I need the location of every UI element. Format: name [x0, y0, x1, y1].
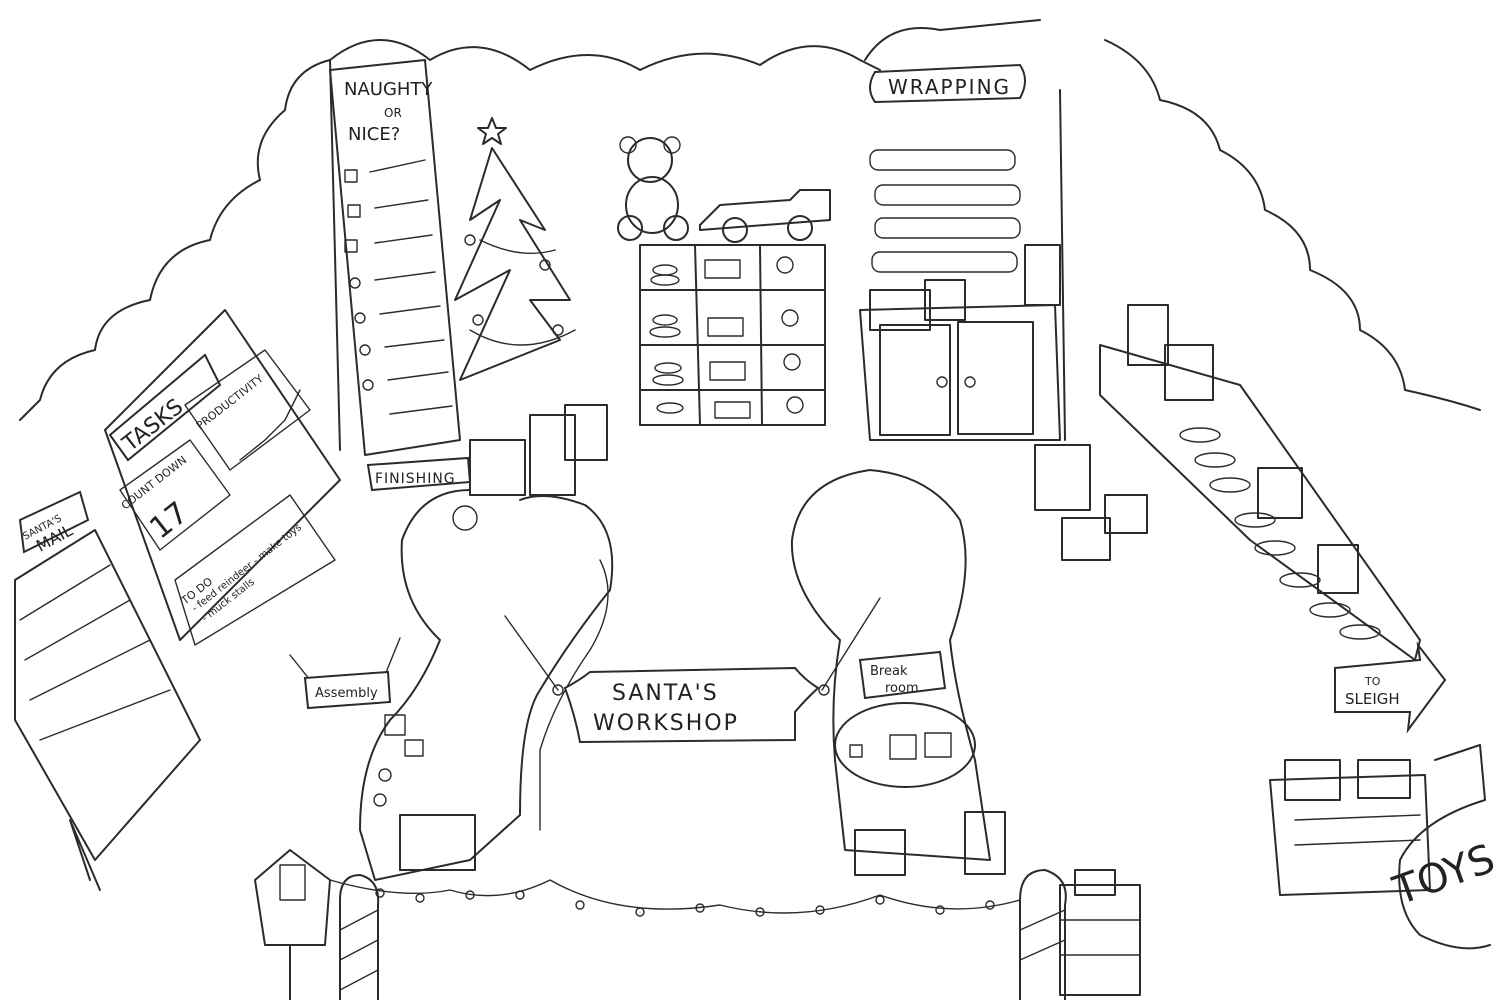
break-room-line1: Break — [870, 664, 908, 679]
tent-canopy — [19, 19, 1481, 451]
assembly-sign: Assembly — [289, 637, 401, 710]
assembly-label: Assembly — [315, 686, 378, 701]
naughty-nice-title-line2: OR — [384, 106, 402, 120]
candy-cane-left — [339, 874, 380, 1000]
break-room-table — [790, 469, 1006, 876]
to-sleigh-line2: SLEIGH — [1345, 690, 1400, 708]
toy-car — [699, 189, 831, 243]
count-down-value: 17 — [143, 495, 195, 546]
wrapping-station: WRAPPING — [869, 63, 1061, 331]
santas-workshop-sign: SANTA'S WORKSHOP — [504, 597, 881, 744]
toys-label: TOYS — [1387, 836, 1500, 915]
todo-item-1: - feed reindeer - make toys — [190, 522, 304, 614]
wrapping-sign: WRAPPING — [888, 75, 1011, 99]
assembly-workbench — [359, 489, 614, 881]
finishing-label: FINISHING — [375, 471, 456, 487]
teddy-bear — [617, 136, 689, 241]
presents-pile — [469, 404, 1148, 561]
christmas-tree — [454, 117, 576, 381]
naughty-nice-list: NAUGHTY OR NICE? — [329, 59, 461, 456]
mailbox-post — [254, 849, 331, 1000]
naughty-nice-title-line1: NAUGHTY — [344, 79, 433, 100]
conveyor-belt — [1099, 304, 1421, 661]
workshop-title-line1: SANTA'S — [612, 681, 719, 706]
to-sleigh-sign: TO SLEIGH — [1334, 641, 1447, 734]
sleigh-crate — [1269, 759, 1431, 896]
tasks-board: TASKS PRODUCTIVITY COUNT DOWN 17 TO DO -… — [104, 309, 341, 646]
gift-cart — [1059, 869, 1141, 996]
naughty-nice-title-line3: NICE? — [348, 124, 400, 145]
wrapping-cabinet — [859, 304, 1061, 441]
workshop-title-line2: WORKSHOP — [593, 711, 739, 736]
candy-cane-right — [1019, 869, 1067, 1000]
string-lights — [329, 879, 1021, 917]
break-room-line2: room — [885, 681, 919, 696]
to-sleigh-line1: TO — [1364, 675, 1381, 688]
toy-shelf — [639, 244, 826, 426]
santas-mail-cubby: SANTA'S MAIL — [14, 490, 201, 891]
finishing-sign: FINISHING — [366, 456, 472, 492]
break-room-sign: Break room — [858, 650, 947, 700]
